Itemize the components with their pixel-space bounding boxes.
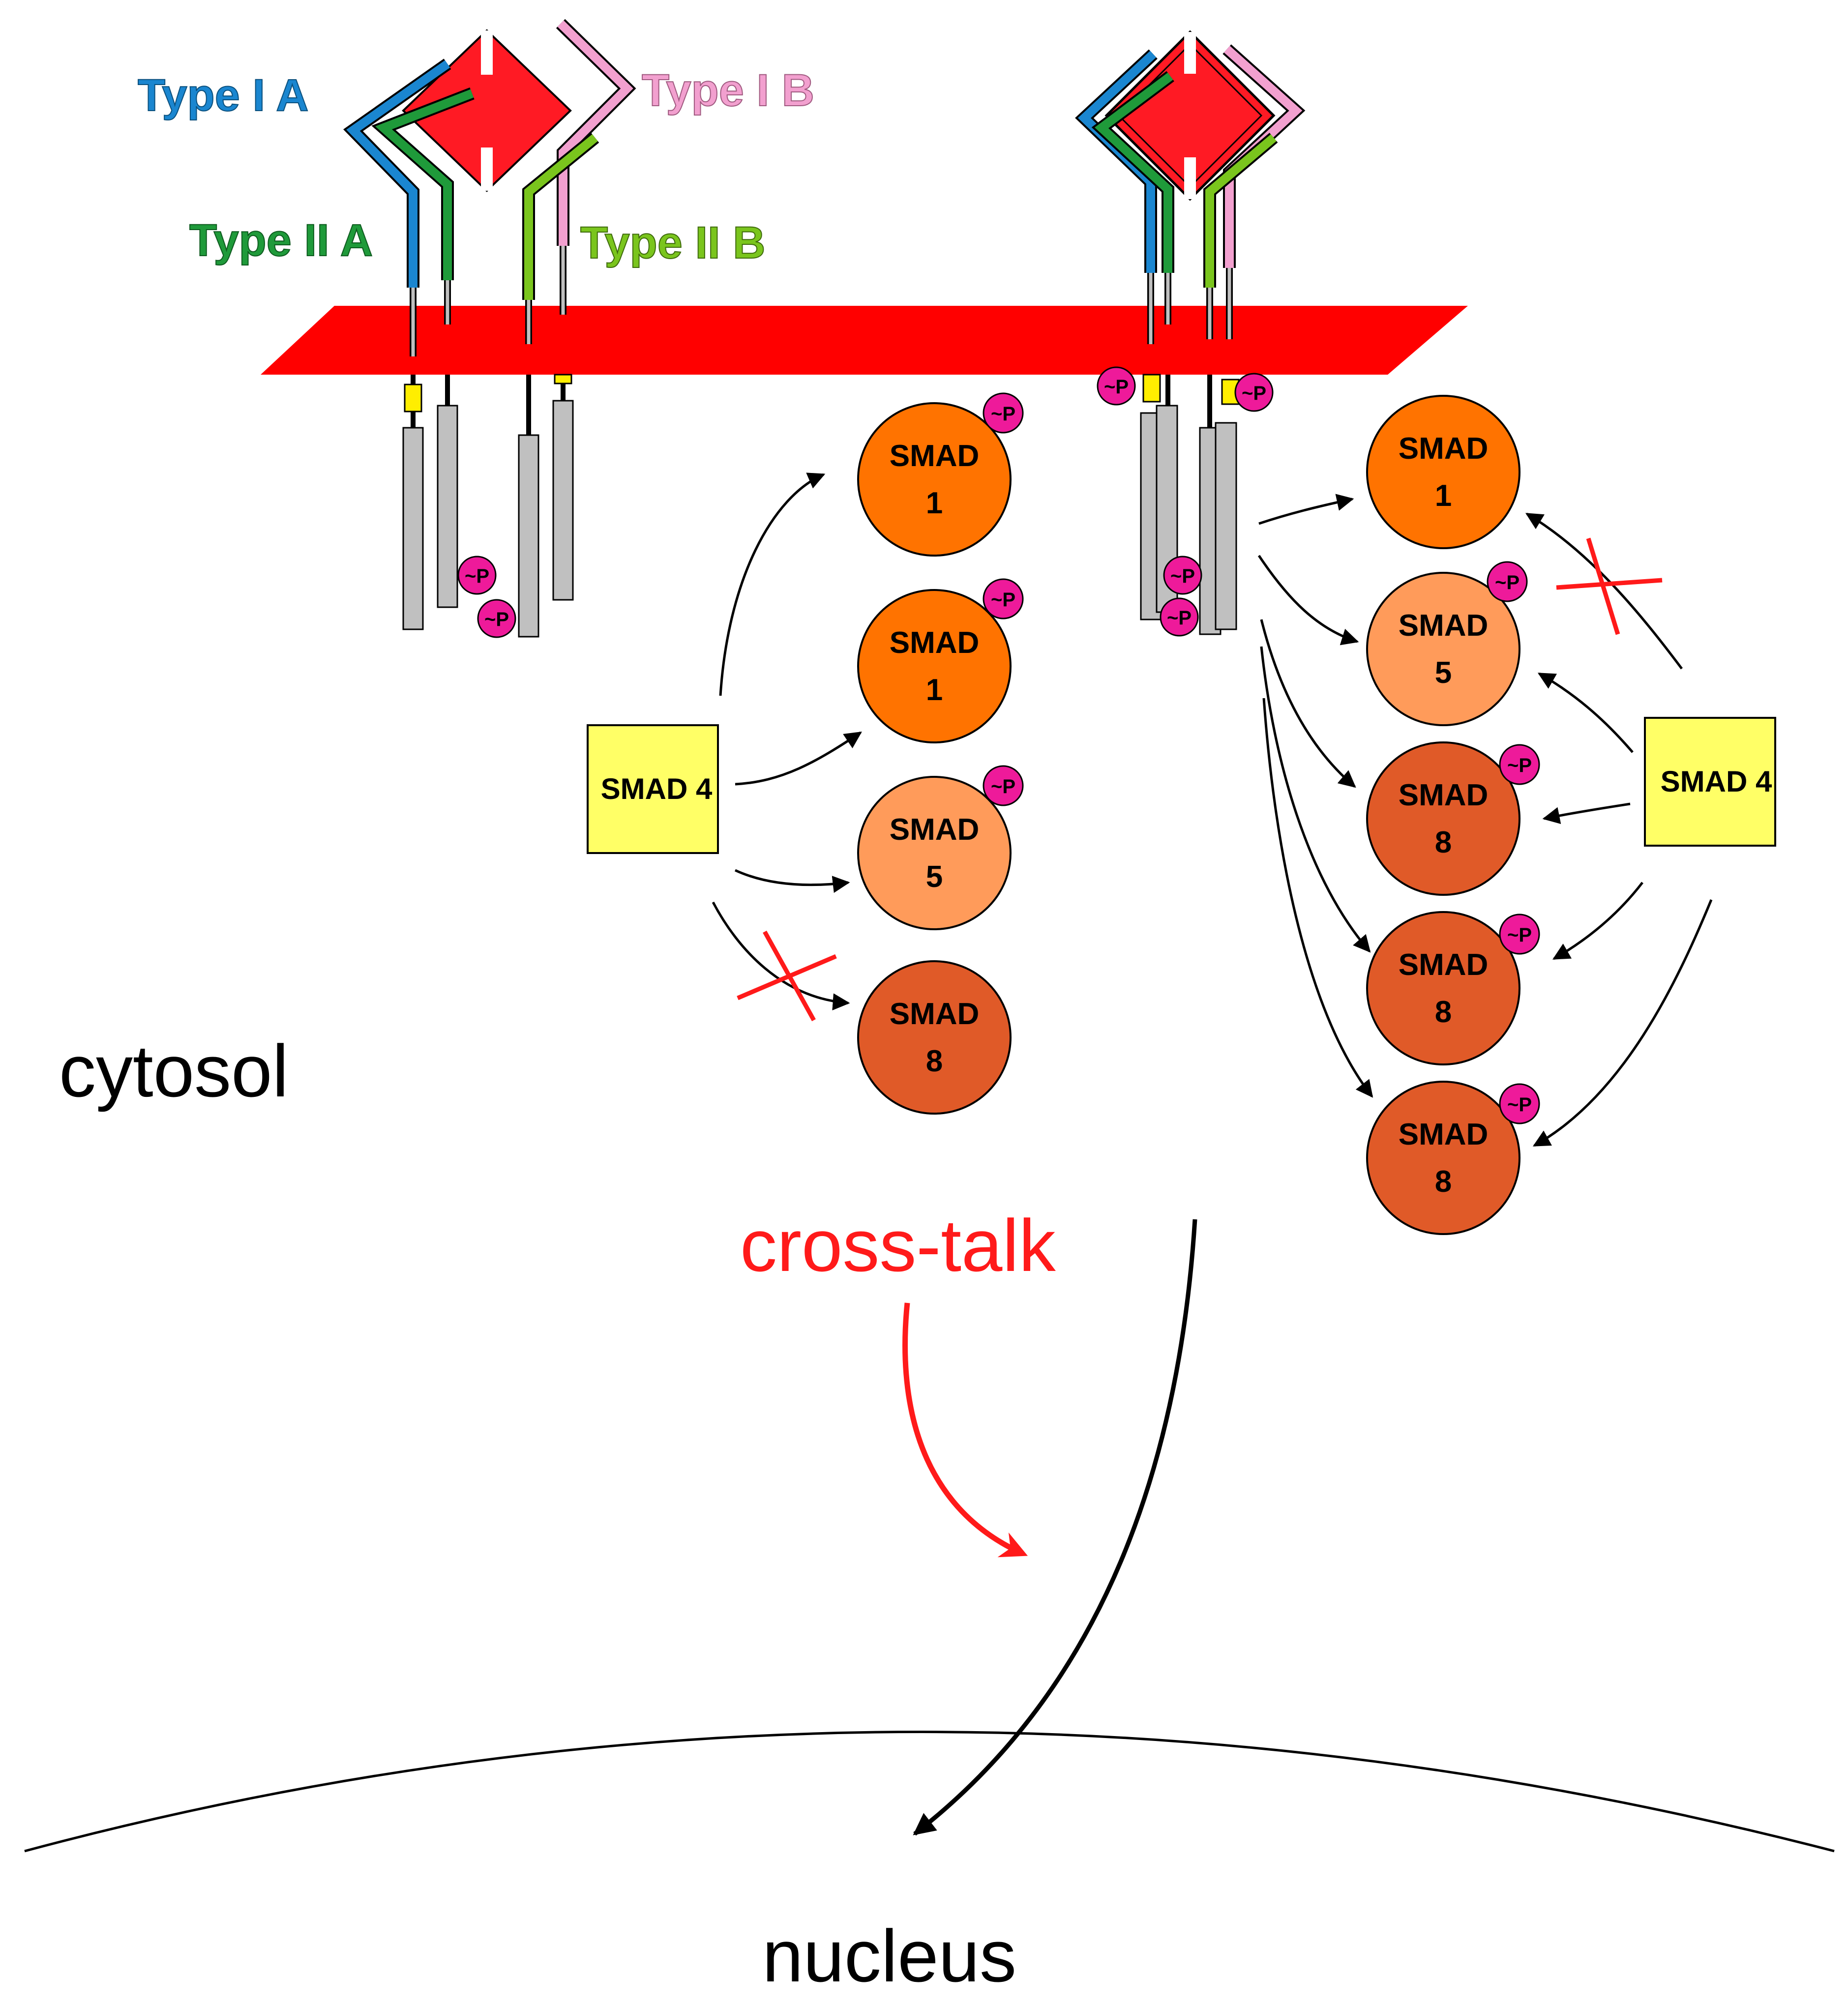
left-receptor-complex bbox=[343, 19, 636, 638]
jm-domain-left-1 bbox=[404, 383, 422, 413]
arrow-smad4-to-smad5 bbox=[734, 869, 850, 893]
smad4-right: SMAD 4 bbox=[1644, 717, 1776, 847]
phospho-badge: ~P bbox=[477, 599, 516, 638]
svg-text:~P: ~P bbox=[1507, 755, 1532, 776]
svg-text:SMAD: SMAD bbox=[1399, 948, 1489, 982]
svg-text:1: 1 bbox=[1435, 479, 1452, 513]
arrow-smad4-to-smad1b bbox=[735, 731, 862, 786]
svg-text:~P: ~P bbox=[1170, 565, 1195, 587]
kinase-domain-left-2 bbox=[437, 405, 458, 608]
smad4-left: SMAD 4 bbox=[587, 724, 719, 854]
svg-text:SMAD: SMAD bbox=[890, 997, 980, 1031]
svg-text:8: 8 bbox=[926, 1044, 943, 1078]
smad-node: SMAD 8 ~P bbox=[1366, 911, 1540, 1065]
smad-node: SMAD 8 ~P bbox=[1366, 1081, 1540, 1235]
smad-node: SMAD 1 ~P bbox=[857, 578, 1024, 743]
svg-text:SMAD 4: SMAD 4 bbox=[601, 772, 713, 805]
svg-text:~P: ~P bbox=[1242, 383, 1266, 404]
svg-text:SMAD: SMAD bbox=[1399, 609, 1489, 643]
receptor-labels: Type I A Type I B Type II A Type II B bbox=[137, 65, 815, 268]
phospho-badge: ~P bbox=[457, 556, 497, 595]
svg-text:~P: ~P bbox=[1104, 376, 1129, 398]
smad-node: SMAD 8 ~P bbox=[1366, 741, 1540, 896]
label-type-2b: Type II B bbox=[580, 218, 766, 268]
cell-membrane bbox=[261, 306, 1468, 375]
smad-node: SMAD 8 bbox=[857, 960, 1012, 1115]
block-cross-right bbox=[1556, 537, 1663, 635]
translocation-arrow bbox=[913, 1219, 1197, 1836]
left-smad-arrows bbox=[712, 472, 862, 1011]
phospho-badge: ~P bbox=[1097, 366, 1136, 406]
jm-domain-left-2 bbox=[554, 374, 572, 384]
svg-text:5: 5 bbox=[926, 860, 943, 894]
right-receptor-complex bbox=[1075, 30, 1306, 635]
svg-text:SMAD: SMAD bbox=[890, 439, 980, 473]
svg-text:5: 5 bbox=[1435, 656, 1452, 690]
smad-node: SMAD 1 ~P bbox=[857, 392, 1024, 557]
jm-domain-right-1 bbox=[1142, 374, 1161, 403]
svg-text:~P: ~P bbox=[991, 403, 1015, 425]
svg-text:~P: ~P bbox=[484, 609, 509, 630]
svg-text:1: 1 bbox=[926, 486, 943, 520]
arrow-smad4-to-smad8-blocked bbox=[712, 901, 850, 1011]
kinase-domain-left-1 bbox=[402, 427, 424, 630]
smad-node: SMAD 1 bbox=[1366, 395, 1520, 549]
svg-text:~P: ~P bbox=[1507, 1094, 1532, 1116]
kinase-domain-right-4 bbox=[1215, 422, 1237, 630]
cross-talk-arrow bbox=[902, 1302, 1028, 1558]
phospho-badge: ~P bbox=[1160, 597, 1199, 637]
svg-text:~P: ~P bbox=[991, 589, 1015, 611]
svg-text:SMAD: SMAD bbox=[1399, 432, 1489, 466]
svg-text:SMAD: SMAD bbox=[890, 626, 980, 660]
svg-text:SMAD 4: SMAD 4 bbox=[1661, 765, 1772, 798]
svg-text:~P: ~P bbox=[1507, 924, 1532, 946]
smad-node: SMAD 5 ~P bbox=[857, 765, 1024, 930]
svg-text:~P: ~P bbox=[991, 776, 1015, 797]
label-cross-talk: cross-talk bbox=[740, 1204, 1056, 1287]
nuclear-envelope bbox=[24, 1731, 1835, 1853]
svg-text:8: 8 bbox=[1435, 826, 1452, 859]
svg-text:SMAD: SMAD bbox=[890, 813, 980, 847]
arrow-smad4-to-smad1a bbox=[719, 472, 826, 696]
phospho-badge: ~P bbox=[1234, 373, 1274, 412]
kinase-domain-left-4 bbox=[552, 400, 574, 601]
label-type-1a: Type I A bbox=[138, 70, 309, 120]
phospho-badge: ~P bbox=[1163, 556, 1202, 595]
svg-text:~P: ~P bbox=[1167, 607, 1192, 629]
label-cytosol: cytosol bbox=[59, 1030, 289, 1112]
label-type-1b: Type I B bbox=[642, 65, 814, 116]
svg-text:8: 8 bbox=[1435, 1165, 1452, 1199]
right-smad-column: SMAD 1 SMAD 5 ~P SMAD 8 ~P SMAD 8 ~P SMA… bbox=[1366, 395, 1540, 1235]
svg-text:8: 8 bbox=[1435, 995, 1452, 1029]
svg-text:~P: ~P bbox=[465, 565, 489, 587]
svg-text:SMAD: SMAD bbox=[1399, 778, 1489, 812]
kinase-domain-left-3 bbox=[518, 434, 539, 638]
receptor-to-smad-arrows bbox=[1257, 494, 1373, 1098]
smad-node: SMAD 5 ~P bbox=[1366, 561, 1528, 726]
label-type-2a: Type II A bbox=[189, 215, 373, 265]
label-nucleus: nucleus bbox=[762, 1915, 1016, 1997]
block-cross-left bbox=[737, 930, 837, 1022]
svg-text:SMAD: SMAD bbox=[1399, 1118, 1489, 1151]
ligand-right bbox=[1104, 30, 1276, 201]
left-smad-column: SMAD 1 ~P SMAD 1 ~P SMAD 5 ~P SMAD 8 bbox=[857, 392, 1024, 1115]
svg-text:1: 1 bbox=[926, 673, 943, 707]
svg-text:~P: ~P bbox=[1495, 572, 1520, 593]
receptor-phosphates: ~P ~P ~P ~P ~P ~P bbox=[457, 366, 1274, 638]
